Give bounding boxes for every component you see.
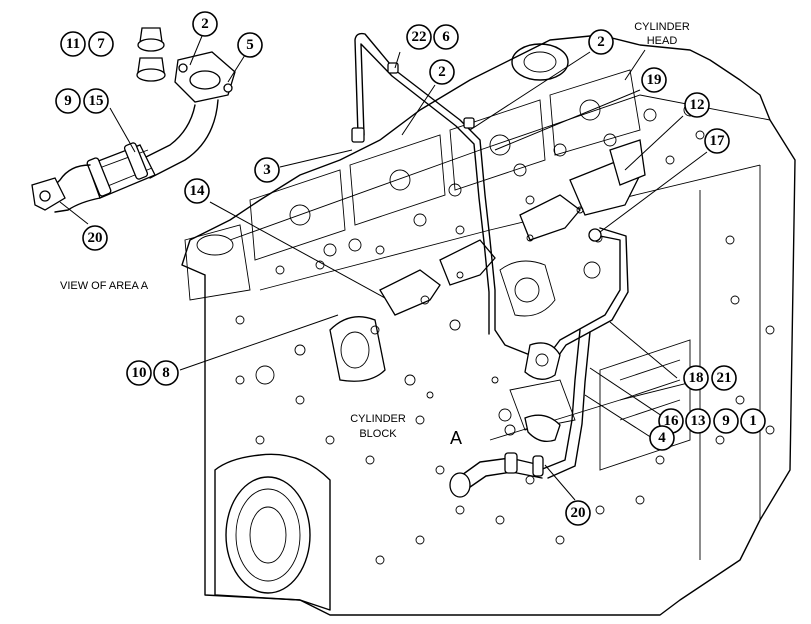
area-a-marker: A bbox=[450, 428, 462, 448]
svg-text:9: 9 bbox=[722, 413, 730, 429]
callout-12: 12 bbox=[684, 92, 710, 118]
svg-text:2: 2 bbox=[201, 16, 209, 32]
callout-22: 22 bbox=[406, 24, 432, 50]
leader-lines bbox=[59, 35, 708, 501]
cylinder-block-label-line2: BLOCK bbox=[359, 428, 397, 440]
callout-20-block: 20 bbox=[565, 500, 591, 526]
view-area-a-inset bbox=[31, 27, 236, 213]
callout-6: 6 bbox=[433, 24, 459, 50]
svg-text:16: 16 bbox=[664, 413, 680, 429]
callout-8: 8 bbox=[153, 360, 179, 386]
callout-2-tube: 2 bbox=[429, 59, 455, 85]
callout-11: 11 bbox=[60, 31, 86, 57]
cylinder-head-label-line2: HEAD bbox=[647, 35, 678, 47]
svg-text:7: 7 bbox=[97, 36, 105, 52]
svg-text:10: 10 bbox=[132, 365, 147, 381]
svg-text:22: 22 bbox=[412, 29, 427, 45]
svg-text:1: 1 bbox=[749, 413, 757, 429]
callout-4: 4 bbox=[649, 425, 675, 451]
svg-text:9: 9 bbox=[64, 93, 72, 109]
svg-text:2: 2 bbox=[597, 34, 605, 50]
callout-18: 18 bbox=[683, 365, 709, 391]
callout-15: 15 bbox=[83, 88, 109, 114]
cylinder-head-drawing bbox=[184, 43, 705, 301]
callout-19: 19 bbox=[641, 67, 667, 93]
callout-10: 10 bbox=[126, 360, 152, 386]
callout-21: 21 bbox=[711, 365, 737, 391]
svg-text:20: 20 bbox=[88, 230, 103, 246]
view-of-area-a-label: VIEW OF AREA A bbox=[60, 280, 149, 292]
svg-text:6: 6 bbox=[442, 29, 450, 45]
callout-5: 5 bbox=[237, 32, 263, 58]
manifold-drawing bbox=[329, 139, 646, 382]
callout-20-inset: 20 bbox=[82, 225, 108, 251]
svg-text:12: 12 bbox=[690, 97, 705, 113]
svg-text:3: 3 bbox=[263, 162, 271, 178]
svg-text:2: 2 bbox=[438, 64, 446, 80]
svg-text:18: 18 bbox=[689, 370, 704, 386]
svg-text:8: 8 bbox=[162, 365, 170, 381]
svg-text:13: 13 bbox=[691, 413, 706, 429]
tube-assemblies bbox=[351, 32, 629, 498]
svg-text:20: 20 bbox=[571, 505, 586, 521]
svg-text:11: 11 bbox=[66, 36, 80, 52]
callout-9-inset: 9 bbox=[55, 88, 81, 114]
svg-text:17: 17 bbox=[710, 133, 726, 149]
callout-1: 1 bbox=[740, 408, 766, 434]
svg-text:19: 19 bbox=[647, 72, 662, 88]
svg-text:5: 5 bbox=[246, 37, 254, 53]
cylinder-block-label-line1: CYLINDER bbox=[350, 413, 406, 425]
svg-text:4: 4 bbox=[658, 430, 666, 446]
callout-2-head: 2 bbox=[588, 29, 614, 55]
cylinder-head-label-line1: CYLINDER bbox=[634, 21, 690, 33]
callout-14: 14 bbox=[184, 178, 210, 204]
callout-17: 17 bbox=[704, 128, 730, 154]
svg-text:21: 21 bbox=[717, 370, 732, 386]
callout-3: 3 bbox=[254, 157, 280, 183]
callout-13: 13 bbox=[685, 408, 711, 434]
callout-7: 7 bbox=[88, 31, 114, 57]
callout-9-block: 9 bbox=[713, 408, 739, 434]
svg-text:14: 14 bbox=[190, 183, 206, 199]
svg-text:15: 15 bbox=[89, 93, 104, 109]
callout-2-inset: 2 bbox=[192, 11, 218, 37]
